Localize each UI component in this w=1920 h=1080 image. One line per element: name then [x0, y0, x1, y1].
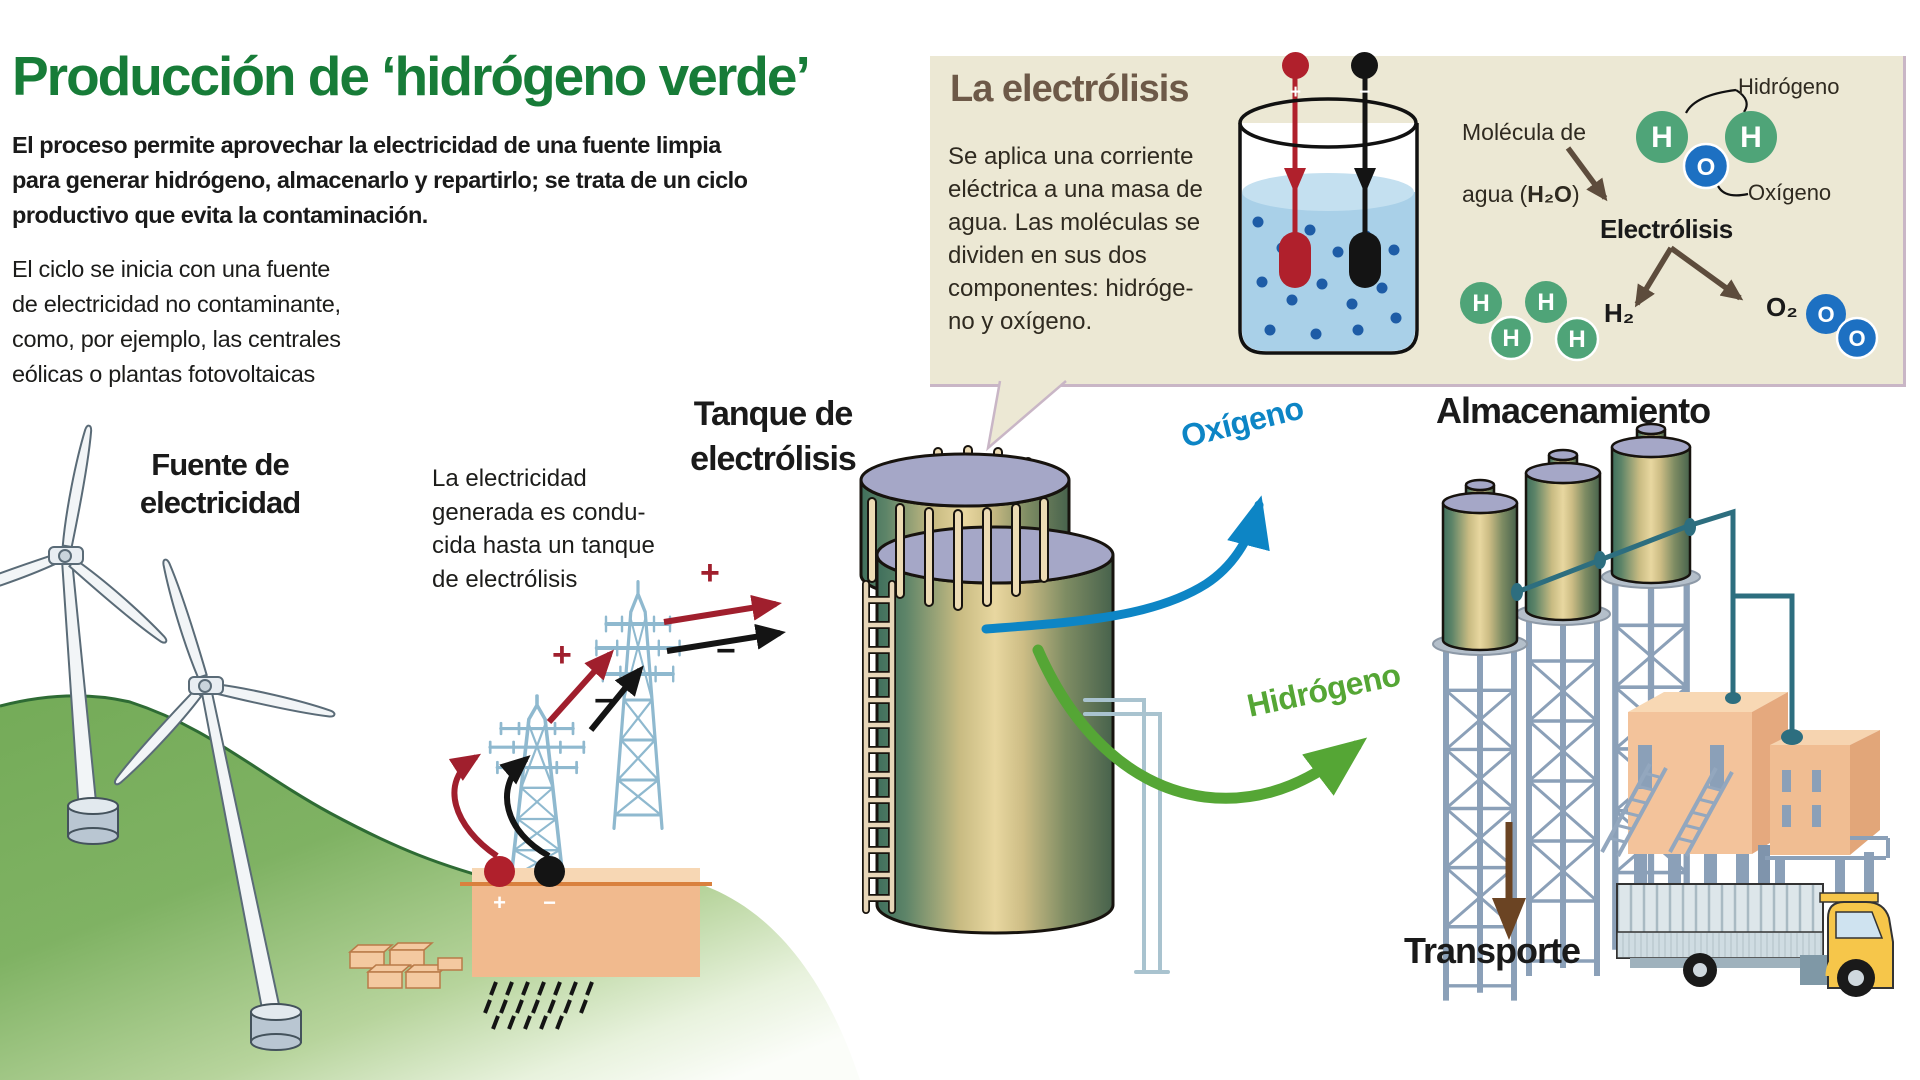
gas-pipes [1511, 508, 1803, 745]
oxygen-flow-arrow [981, 495, 1270, 634]
water-molecule-label: Molécula de agua (H₂O) [1462, 119, 1587, 207]
distribution-buildings [1600, 692, 1890, 918]
cycle-note: El ciclo se inicia con una fuente de ele… [12, 256, 341, 387]
oxygen-atom-label: Oxígeno [1748, 180, 1832, 205]
negative-terminal-badge: − [1351, 52, 1378, 103]
electrolysis-box-body: Se aplica una corriente eléctrica a una … [948, 143, 1203, 335]
hydrogen-flow-arrow [1032, 644, 1368, 804]
wire-minus-sign: − [716, 632, 736, 670]
tank-ladder [862, 580, 896, 914]
electrolysis-process-label: Electrólisis [1600, 214, 1733, 244]
minus-sign: − [1358, 82, 1371, 103]
storage-label: Almacenamiento [1436, 390, 1711, 431]
wheel-icon [1683, 953, 1717, 987]
info-box-tail [986, 380, 1067, 452]
wheel-icon [1837, 959, 1875, 997]
transport-label: Transporte [1404, 930, 1581, 971]
molecule-label-line1: Molécula de [1462, 119, 1587, 145]
ladder-icon [1600, 763, 1734, 857]
storage-area [1432, 422, 1701, 1001]
molecule-label-line2: agua ( [1462, 181, 1528, 207]
truck-icon [1616, 883, 1894, 997]
oxygen-flow-label: Oxígeno [1177, 389, 1307, 455]
plus-sign: + [1289, 82, 1302, 103]
tank-label: Tanque de electrólisis [690, 395, 857, 478]
hill [0, 694, 860, 1080]
plant-positive-badge: + [484, 856, 515, 915]
plus-sign: + [493, 890, 506, 915]
electrolysis-box-title: La electrólisis [950, 68, 1189, 110]
intro-paragraph: El proceso permite aprovechar la electri… [12, 132, 748, 228]
wire-plus-sign: + [552, 636, 572, 674]
hydrogen-atom-label: Hidrógeno [1738, 74, 1840, 99]
positive-terminal-badge: + [1282, 52, 1309, 103]
page-title: Producción de ‘hidrógeno verde’ [12, 45, 811, 107]
tank-outlet-pipe [1083, 698, 1170, 974]
plant-negative-badge: − [534, 856, 565, 915]
field-dashes [483, 981, 594, 1030]
hydrogen-flow-label: Hidrógeno [1243, 656, 1404, 724]
minus-sign: − [543, 890, 556, 915]
water-formula: H₂O [1527, 181, 1572, 207]
h2-formula: H₂ [1604, 298, 1635, 328]
transport-arrow [1492, 822, 1526, 940]
bricks [348, 942, 463, 989]
wire-minus-sign: − [594, 682, 614, 720]
turbine-hub [198, 679, 212, 693]
turbine-hub [58, 549, 72, 563]
wire-plus-sign: + [700, 554, 720, 592]
o2-formula: O₂ [1766, 292, 1798, 322]
conduction-note: La electricidad generada es condu- cida … [432, 465, 655, 593]
source-label: Fuente de electricidad [139, 447, 301, 520]
electrolysis-tank [859, 445, 1170, 974]
wind-turbine-2 [110, 557, 337, 1051]
